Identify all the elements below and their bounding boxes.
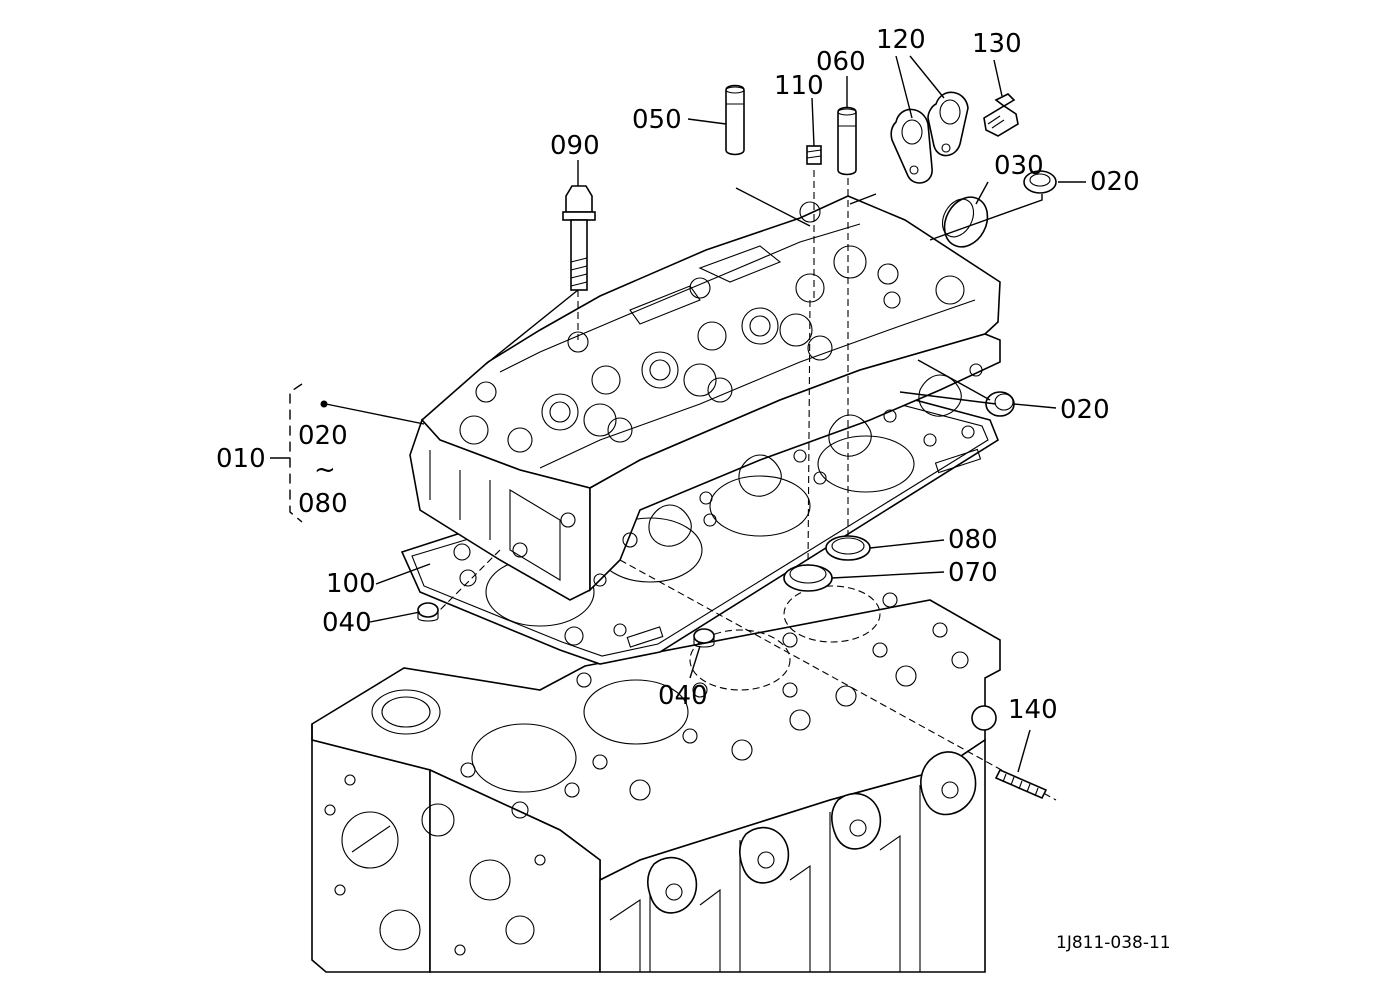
parts [417, 84, 1057, 800]
diagram-reference-number: 1J811-038-11 [1056, 933, 1171, 953]
leader-dot [320, 400, 328, 408]
label-100: 100 [326, 569, 376, 599]
stud-140 [994, 768, 1048, 800]
label-070: 070 [948, 558, 998, 588]
label-030: 030 [994, 151, 1044, 181]
label-060: 060 [816, 47, 866, 77]
fitting-130 [983, 93, 1019, 137]
label-130: 130 [972, 29, 1022, 59]
label-120: 120 [876, 25, 926, 55]
label-range-tilde: ~ [314, 455, 336, 485]
label-110: 110 [774, 71, 824, 101]
valve-guide-050 [725, 84, 745, 156]
callout-labels: 010 020 ~ 080 020 020 030 040 040 050 06… [216, 25, 1171, 953]
label-020-range-start: 020 [298, 421, 348, 451]
label-080-range-end: 080 [298, 489, 348, 519]
label-140: 140 [1008, 695, 1058, 725]
valve-seat-070 [783, 564, 833, 592]
label-040-center: 040 [658, 681, 708, 711]
dowel-pin-040a [417, 602, 439, 622]
gaskets-120 [890, 91, 969, 184]
label-020-side: 020 [1060, 395, 1110, 425]
leader-lines [325, 55, 1086, 773]
label-090: 090 [550, 131, 600, 161]
label-050: 050 [632, 105, 682, 135]
center-lines [439, 170, 1057, 801]
label-020-top: 020 [1090, 167, 1140, 197]
engine-block [311, 585, 1001, 973]
label-080: 080 [948, 525, 998, 555]
plug-110 [806, 145, 822, 165]
head-bolt-090 [562, 185, 596, 291]
label-040-left: 040 [322, 608, 372, 638]
cylinder-head [409, 195, 1001, 601]
dowel-pin-040b [693, 628, 715, 648]
valve-guide-060 [837, 106, 857, 176]
plug-020-top [1023, 170, 1057, 194]
plug-020-side [985, 391, 1015, 417]
label-010: 010 [216, 444, 266, 474]
plug-030 [941, 196, 989, 248]
bracket-010 [270, 383, 303, 523]
valve-seat-080 [825, 535, 871, 561]
